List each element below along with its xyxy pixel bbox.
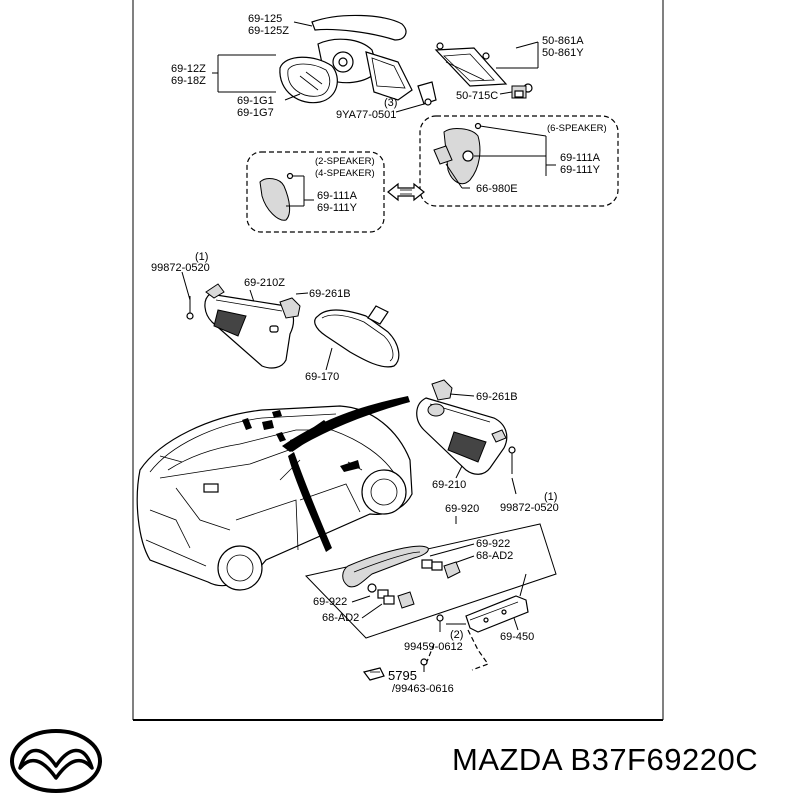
side-mirror-group <box>279 14 437 106</box>
car-illustration <box>136 396 413 591</box>
bolt-icon <box>436 614 444 632</box>
label-69-922-a: 69-922 <box>476 538 510 550</box>
label-qty-1-a: (1) <box>195 251 208 263</box>
label-69-1g1: 69-1G1 <box>237 95 274 107</box>
label-2-speaker: (2-SPEAKER) <box>315 156 375 167</box>
label-69-12z: 69-12Z <box>171 63 206 75</box>
label-69-170: 69-170 <box>305 371 339 383</box>
label-50-715c: 50-715C <box>456 90 498 102</box>
label-69-18z: 69-18Z <box>171 75 206 87</box>
sun-visor-left <box>204 293 295 369</box>
label-68-ad2-a: 68-AD2 <box>476 550 513 562</box>
rearview-mirror <box>314 309 400 368</box>
label-69-920: 69-920 <box>445 503 479 515</box>
label-68-ad2-b: 68-AD2 <box>322 612 359 624</box>
label-99463-0616: /99463-0616 <box>392 683 454 695</box>
label-69-210z: 69-210Z <box>244 277 285 289</box>
tweeter-bracket-group <box>434 42 533 99</box>
label-qty-1-b: (1) <box>544 491 557 503</box>
label-50-861y: 50-861Y <box>542 47 584 59</box>
visor-clip-b <box>431 379 453 401</box>
label-69-111a-right: 69-111A <box>560 152 601 164</box>
mazda-logo-icon <box>10 729 102 793</box>
label-69-450: 69-450 <box>500 631 534 643</box>
interchange-arrow-icon <box>387 182 425 202</box>
footer-part-number: MAZDA B37F69220C <box>452 742 759 777</box>
label-66-980e: 66-980E <box>476 183 518 195</box>
label-99872-0520-a: 99872-0520 <box>151 262 210 274</box>
label-69-1g7: 69-1G7 <box>237 107 274 119</box>
grab-handle-box <box>305 523 557 639</box>
visor-clip-a <box>279 297 301 319</box>
label-69-111y-right: 69-111Y <box>560 164 601 176</box>
rear-wheel <box>217 545 263 591</box>
label-69-261b-a: 69-261B <box>309 288 351 300</box>
two-four-speaker-box <box>246 151 385 233</box>
grab-handle <box>342 545 429 588</box>
six-speaker-box <box>419 115 619 207</box>
vanity-mirror-right <box>447 431 487 463</box>
label-69-111y-left: 69-111Y <box>317 202 358 214</box>
label-69-922-b: 69-922 <box>313 596 347 608</box>
screw-icon-b <box>508 446 516 474</box>
tweeter-cover-6sp <box>443 128 481 185</box>
label-qty-3: (3) <box>384 97 397 109</box>
label-9ya77-0501: 9YA77-0501 <box>336 109 396 121</box>
label-4-speaker: (4-SPEAKER) <box>315 168 375 179</box>
label-69-261b-b: 69-261B <box>476 391 518 403</box>
tweeter-cover-std <box>259 178 291 221</box>
screw-icon <box>186 296 194 320</box>
bracket-69-450 <box>465 595 529 633</box>
label-69-210: 69-210 <box>432 479 466 491</box>
label-69-125z: 69-125Z <box>248 25 289 37</box>
front-wheel <box>361 469 407 515</box>
pointer-hand-icon <box>362 667 385 681</box>
label-69-111a-left: 69-111A <box>317 190 358 202</box>
label-99872-0520-b: 99872-0520 <box>500 502 559 514</box>
label-69-125: 69-125 <box>248 13 282 25</box>
label-50-861a: 50-861A <box>542 35 584 47</box>
label-5795: 5795 <box>388 668 417 683</box>
label-6-speaker: (6-SPEAKER) <box>547 123 607 134</box>
vanity-mirror-left <box>213 309 247 337</box>
mirror-cover <box>311 14 407 41</box>
label-qty-2: (2) <box>450 629 463 641</box>
